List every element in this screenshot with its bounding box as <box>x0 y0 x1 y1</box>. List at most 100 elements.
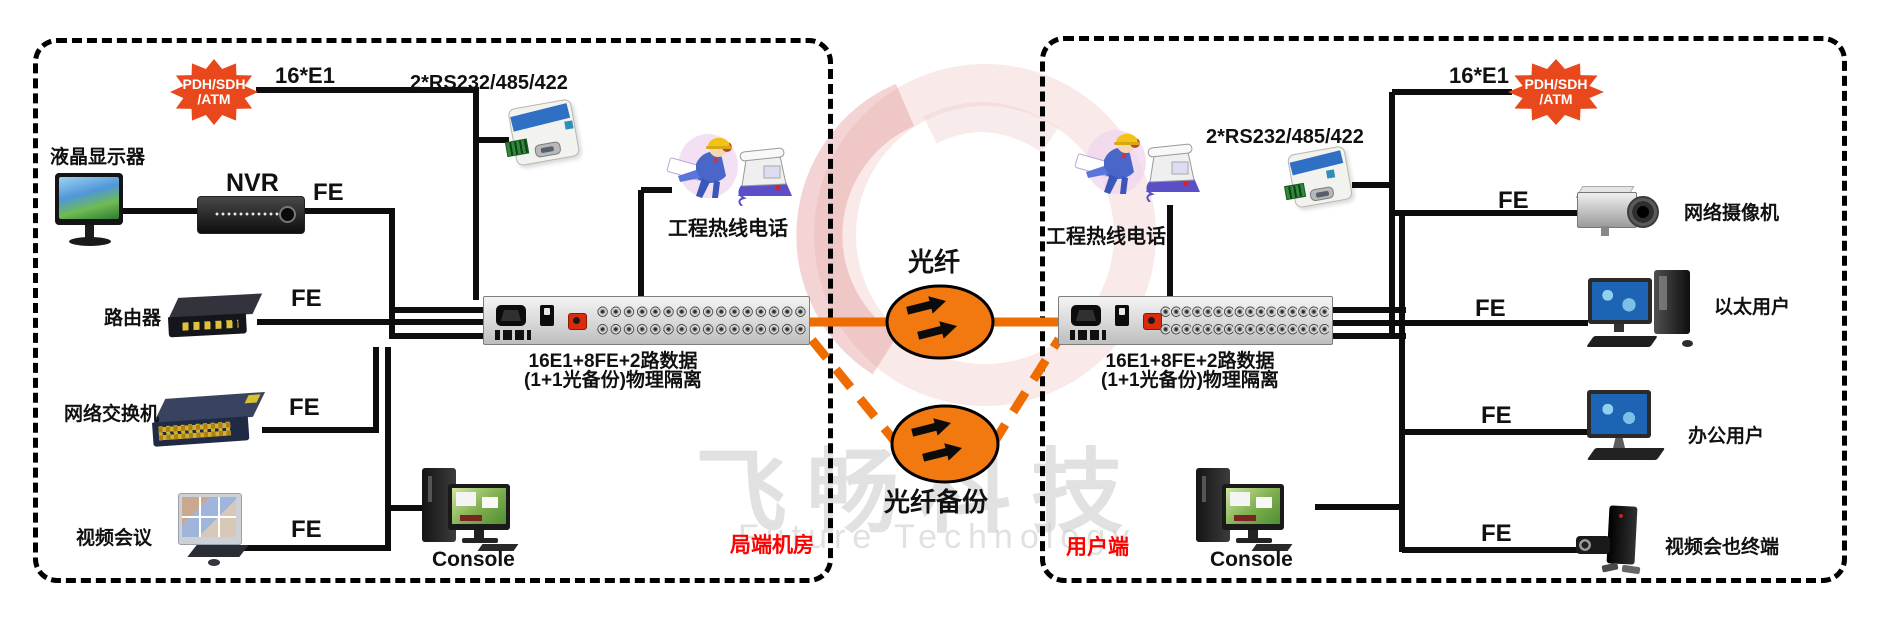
fiber-primary-ellipse <box>885 284 995 360</box>
videoconf-label: 视频会议 <box>76 528 153 549</box>
camera-lens <box>1627 196 1659 228</box>
console-stand <box>474 530 484 538</box>
videoconf-screen <box>182 497 236 537</box>
pc-screen <box>1591 394 1647 434</box>
mux-label-line2: (1+1光备份)物理隔离 <box>1101 370 1279 391</box>
pc-keyboard <box>1586 336 1658 347</box>
fe-label-camera: FE <box>1498 187 1529 214</box>
worker-and-phone <box>666 134 792 206</box>
fe-label-nvr: FE <box>313 179 344 206</box>
router-label: 路由器 <box>104 308 162 329</box>
videoconf-device <box>178 493 249 571</box>
mux-label-right: 16E1+8FE+2路数据 (1+1光备份)物理隔离 <box>1045 352 1335 390</box>
pc-stand <box>1614 324 1624 332</box>
fiber-backup-label: 光纤备份 <box>884 487 989 517</box>
pc-stand <box>1613 438 1625 448</box>
pc-mouse <box>1682 340 1693 347</box>
mux-label-line1: 16E1+8FE+2路数据 <box>1105 351 1275 372</box>
right-zone-box <box>1040 36 1847 583</box>
lcd-monitor-label: 液晶显示器 <box>50 147 146 168</box>
camera-label: 网络摄像机 <box>1684 203 1780 224</box>
starburst-text-line2: /ATM <box>1539 91 1573 107</box>
converter-logo <box>1325 169 1336 179</box>
mux-device-left <box>483 296 810 345</box>
mux-label-line2: (1+1光备份)物理隔离 <box>524 370 702 391</box>
videoconf-mouse <box>208 559 220 566</box>
black-links <box>123 87 1588 553</box>
power-inlet <box>496 305 526 326</box>
fe-label-ethernet: FE <box>1475 295 1506 322</box>
power-terminal <box>1070 330 1106 340</box>
console-pc-right <box>1196 468 1293 554</box>
power-switch <box>540 305 554 326</box>
fiber-primary-label: 光纤 <box>908 247 961 277</box>
fiber-port <box>568 313 587 330</box>
console-screen <box>1226 488 1280 524</box>
console-base <box>462 538 498 543</box>
converter-logo <box>564 120 574 130</box>
fe-label-office: FE <box>1481 402 1512 429</box>
remote-control <box>1621 564 1641 575</box>
nvr-label: NVR <box>226 169 279 197</box>
e1-label-left: 16*E1 <box>275 63 335 88</box>
pc-screen <box>1592 282 1648 320</box>
lcd-monitor <box>55 173 125 251</box>
console-base <box>1236 538 1272 543</box>
pc-keyboard <box>1586 448 1666 460</box>
ip-camera-device <box>1575 184 1667 242</box>
bnc-port-grid <box>596 303 808 338</box>
nvr-device <box>197 196 305 234</box>
router-device <box>167 293 263 341</box>
rs232-converter-left <box>497 96 596 182</box>
console-label-right: Console <box>1210 548 1293 571</box>
fiber-backup-ellipse <box>890 404 1000 484</box>
mux-label-line1: 16E1+8FE+2路数据 <box>528 351 698 372</box>
office-user-pc <box>1586 390 1679 464</box>
e1-label-right: 16*E1 <box>1449 63 1509 88</box>
nvr-knob <box>279 206 296 223</box>
console-screen <box>452 488 506 524</box>
nvr-leds <box>214 211 286 217</box>
serial-label-right: 2*RS232/485/422 <box>1206 126 1364 148</box>
left-zone-box <box>33 38 833 583</box>
pc-tower <box>1654 270 1690 334</box>
starburst-text-line1: PDH/SDH <box>1524 76 1588 92</box>
hotline-label-right: 工程热线电话 <box>1046 226 1166 248</box>
ethernet-switch-device <box>150 391 266 450</box>
fiber-backup-line <box>808 336 1063 447</box>
power-terminal <box>495 330 531 340</box>
fe-label-router: FE <box>291 285 322 312</box>
vc-terminal-label: 视频会也终端 <box>1665 537 1780 558</box>
serial-label-left: 2*RS232/485/422 <box>410 72 568 94</box>
terminal-codec <box>1606 505 1638 565</box>
switch-label: 网络交换机 <box>64 404 160 425</box>
power-inlet <box>1071 305 1101 326</box>
monitor-neck <box>85 225 94 238</box>
hotline-clipart-right <box>1074 130 1200 202</box>
terminal-camera <box>1576 536 1610 554</box>
remote-control <box>1601 562 1619 573</box>
hotline-clipart-left <box>666 134 792 206</box>
camera-mount <box>1601 226 1609 236</box>
starburst-text-line2: /ATM <box>197 91 231 107</box>
bnc-port-grid <box>1159 303 1329 338</box>
fe-label-vc-terminal: FE <box>1481 520 1512 547</box>
mux-label-left: 16E1+8FE+2路数据 (1+1光备份)物理隔离 <box>468 352 758 390</box>
fe-label-switch: FE <box>289 394 320 421</box>
ethernet-user-pc <box>1586 270 1712 354</box>
mux-device-right <box>1058 296 1333 345</box>
fe-label-videoconf: FE <box>291 516 322 543</box>
watermark-text-en: Future Technology <box>738 518 1137 556</box>
ethernet-user-label: 以太用户 <box>1714 297 1791 318</box>
zone-label-left: 局端机房 <box>730 534 814 557</box>
worker-and-phone <box>1074 130 1200 202</box>
monitor-screen <box>59 177 119 219</box>
console-pc-left <box>422 468 519 554</box>
console-label-left: Console <box>432 548 515 571</box>
starburst-text-line1: PDH/SDH <box>182 76 246 92</box>
monitor-base <box>69 237 111 246</box>
office-user-label: 办公用户 <box>1688 426 1765 447</box>
hotline-label-left: 工程热线电话 <box>668 218 788 240</box>
